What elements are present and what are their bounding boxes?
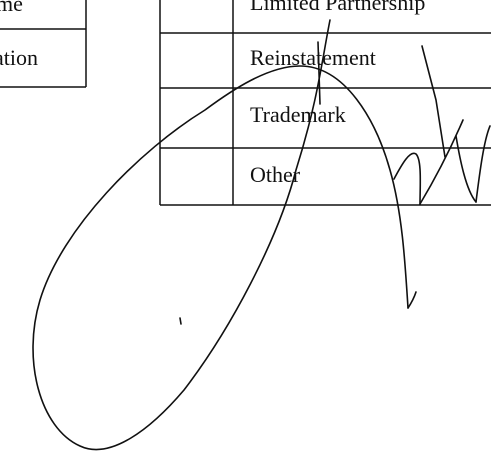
signature-right-stroke-3 — [455, 135, 477, 203]
right-table-cell-trademark: Trademark — [250, 102, 346, 127]
signature-hook — [407, 291, 417, 309]
right-table-cell-other: Other — [250, 162, 301, 187]
right-table-cell-reinstatement: Reinstatement — [250, 45, 376, 70]
signature-dot — [179, 317, 182, 325]
left-table-cell-row-2: ation — [0, 45, 38, 70]
signature-zigzag — [393, 152, 422, 205]
left-table-cell-row-1: me — [0, 0, 23, 16]
right-table-cell-limited-partnership: Limited Partnership — [250, 0, 426, 15]
signature-right-stroke-2 — [419, 119, 464, 205]
signature-right-stroke-4 — [475, 125, 491, 203]
signature-right-stroke-1 — [421, 45, 446, 158]
signature-main-loop — [32, 19, 409, 451]
signature-upper-stroke — [317, 41, 321, 105]
